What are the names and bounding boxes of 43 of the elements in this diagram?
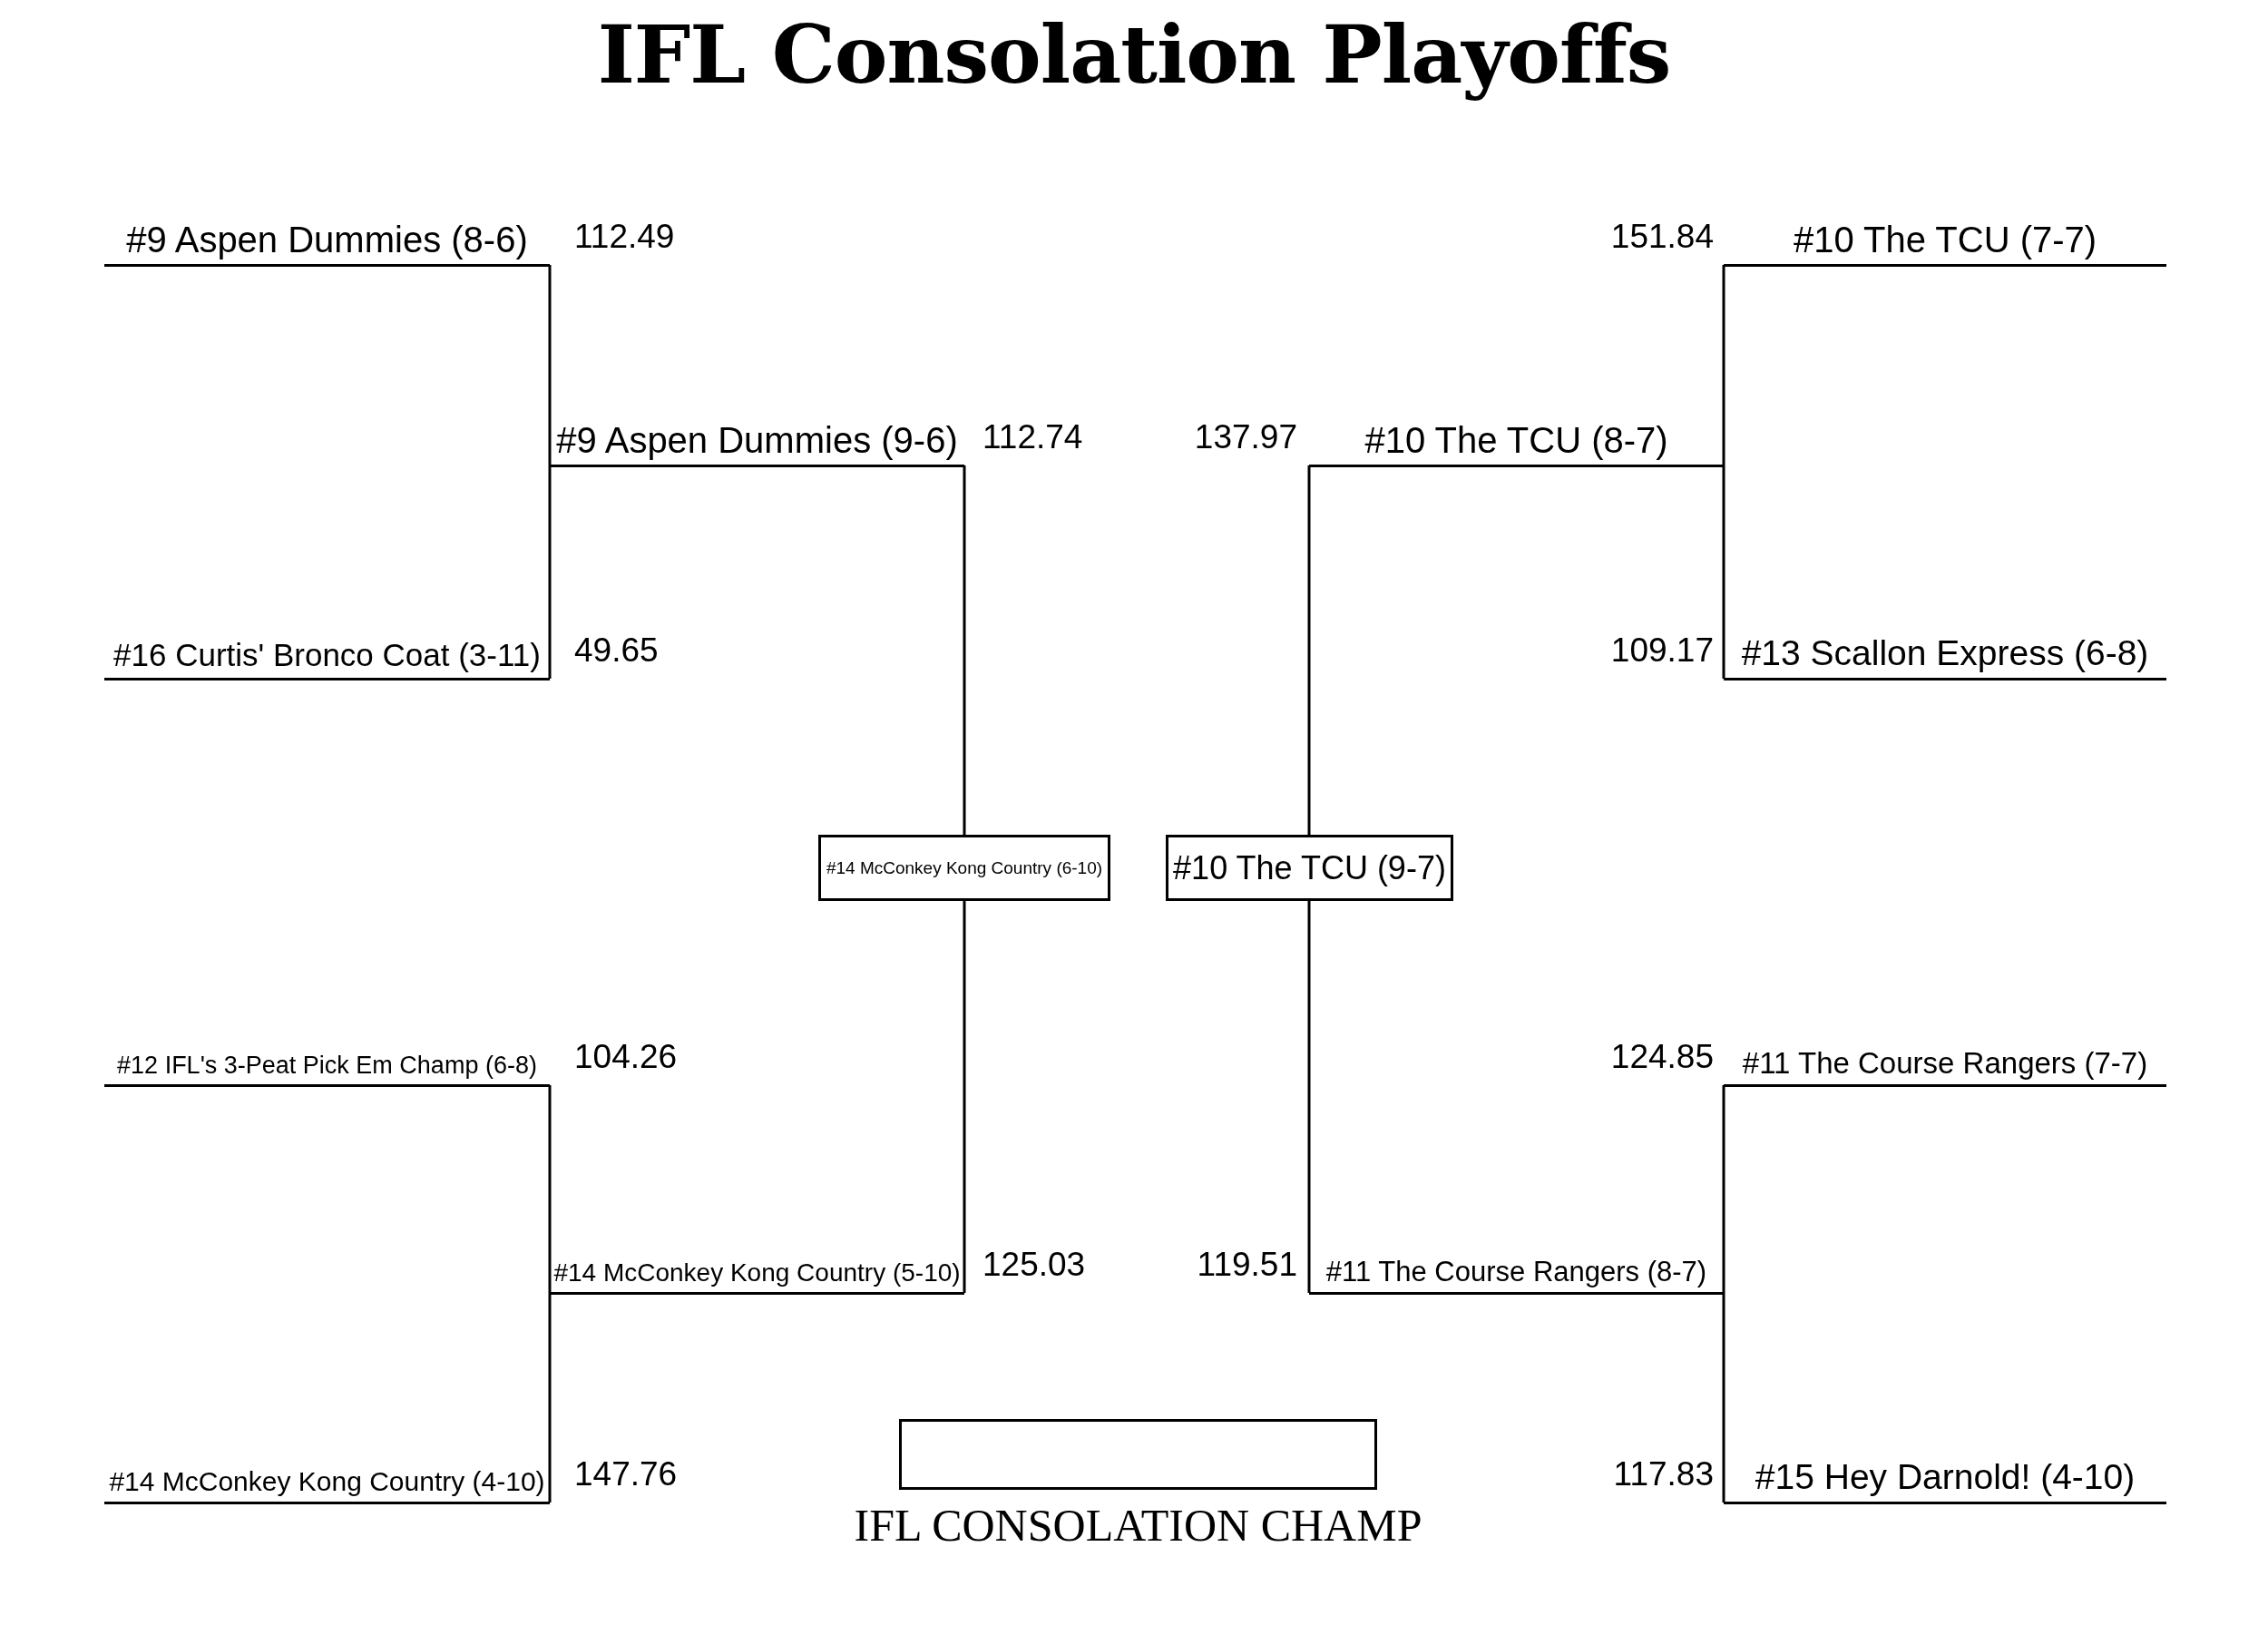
team-name: #9 Aspen Dummies (9-6) xyxy=(556,418,958,462)
bracket-line xyxy=(1722,464,1725,679)
winner-box xyxy=(1166,835,1453,901)
score-label: 104.26 xyxy=(574,1040,678,1073)
score-label: 49.65 xyxy=(574,633,659,667)
bracket-line xyxy=(963,465,966,837)
bracket-line xyxy=(548,1291,552,1503)
bracket-line xyxy=(548,265,552,467)
team-name: #12 IFL's 3-Peat Pick Em Champ (6-8) xyxy=(117,1052,537,1082)
score-label: 112.49 xyxy=(574,220,675,253)
team-name: #13 Scallon Express (6-8) xyxy=(1741,632,2149,674)
bracket-title: IFL Consolation Playoffs xyxy=(597,9,1671,102)
score-label: 112.74 xyxy=(982,420,1083,454)
team-name: #10 The TCU (9-7) xyxy=(1173,848,1446,887)
score-label: 124.85 xyxy=(1610,1040,1714,1073)
team-name: #10 The TCU (8-7) xyxy=(1364,418,1668,462)
score-label: 125.03 xyxy=(982,1248,1086,1281)
team-name: #10 The TCU (7-7) xyxy=(1793,218,2097,261)
score-label: 109.17 xyxy=(1610,633,1714,667)
bracket-line xyxy=(548,464,552,679)
team-name: #11 The Course Rangers (7-7) xyxy=(1742,1045,2148,1082)
team-name: #9 Aspen Dummies (8-6) xyxy=(126,218,528,261)
bracket-line xyxy=(1722,265,1725,467)
score-label: 147.76 xyxy=(574,1457,678,1491)
score-label: 119.51 xyxy=(1197,1248,1297,1281)
champion-box xyxy=(899,1419,1377,1490)
team-name: #14 McConkey Kong Country (6-10) xyxy=(826,857,1103,878)
winner-box xyxy=(818,835,1110,901)
bracket-line xyxy=(963,899,966,1293)
team-name: #14 McConkey Kong Country (4-10) xyxy=(109,1466,545,1498)
team-name: #11 The Course Rangers (8-7) xyxy=(1325,1255,1707,1289)
score-label: 117.83 xyxy=(1613,1457,1714,1491)
bracket-line xyxy=(548,1085,552,1295)
team-name: #14 McConkey Kong Country (5-10) xyxy=(553,1258,961,1289)
bracket-line xyxy=(1722,1291,1725,1503)
score-label: 151.84 xyxy=(1610,220,1714,253)
bracket-line xyxy=(1307,465,1311,837)
team-name: #15 Hey Darnold! (4-10) xyxy=(1755,1456,2136,1498)
box-caption: IFL CONSOLATION CHAMP xyxy=(854,1501,1422,1551)
score-label: 137.97 xyxy=(1194,420,1297,454)
bracket-line xyxy=(1307,899,1311,1293)
bracket-line xyxy=(1722,1085,1725,1295)
team-name: #16 Curtis' Bronco Coat (3-11) xyxy=(113,637,541,675)
